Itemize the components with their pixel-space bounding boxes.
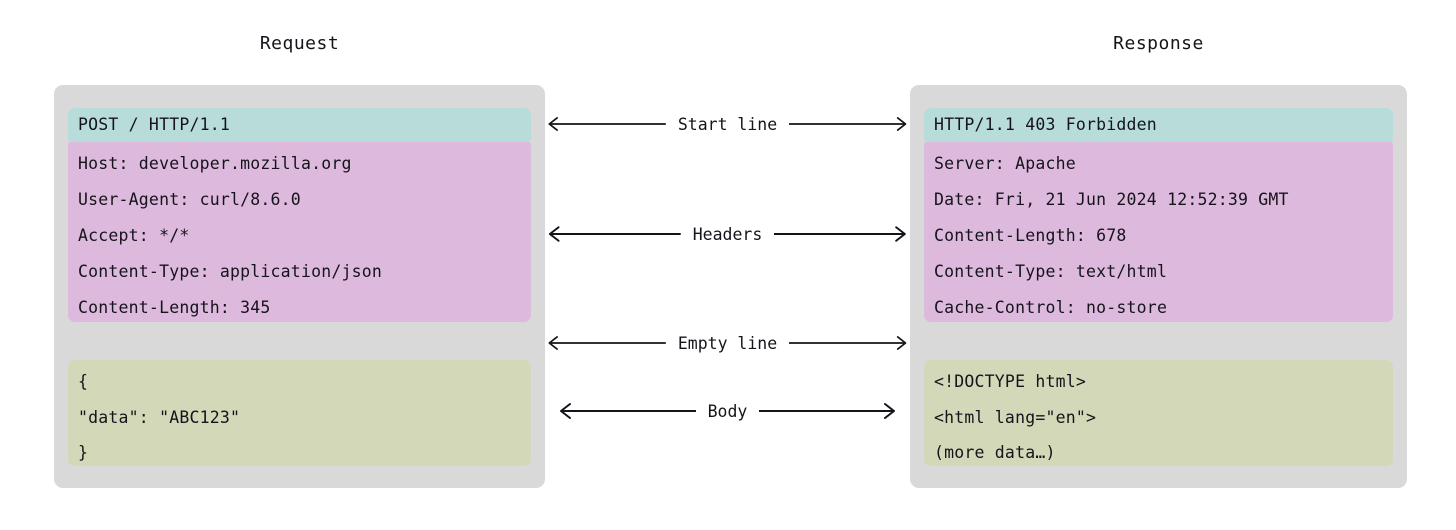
request-header-line: Content-Length: 345 <box>78 298 271 317</box>
annotation-label-empty-line: Empty line <box>677 333 778 353</box>
request-header-line: Content-Type: application/json <box>78 262 383 281</box>
request-header-line: User-Agent: curl/8.6.0 <box>78 190 301 209</box>
annotation-row-start-line: Start line <box>545 111 910 137</box>
arrow-left-icon <box>559 403 696 419</box>
annotation-label-headers: Headers <box>692 224 763 244</box>
request-body-block: { "data": "ABC123" } <box>68 360 531 466</box>
annotation-label-body: Body <box>707 401 748 421</box>
response-start-line-text: HTTP/1.1 403 Forbidden <box>934 115 1157 134</box>
arrow-right-icon <box>759 403 896 419</box>
response-header-line: Content-Type: text/html <box>934 262 1168 281</box>
request-header-line: Accept: */* <box>78 226 190 245</box>
arrow-right-icon <box>774 226 907 242</box>
annotation-row-headers: Headers <box>545 221 910 247</box>
annotation-row-body: Body <box>545 398 910 424</box>
request-headers-block: Host: developer.mozilla.org User-Agent: … <box>68 142 531 322</box>
response-header-line: Cache-Control: no-store <box>934 298 1168 317</box>
response-header-line: Server: Apache <box>934 154 1076 173</box>
response-header-line: Date: Fri, 21 Jun 2024 12:52:39 GMT <box>934 190 1289 209</box>
response-body-line: (more data…) <box>934 443 1056 462</box>
request-body-line: } <box>78 443 89 462</box>
arrow-right-icon <box>789 117 907 131</box>
arrow-left-icon <box>548 226 681 242</box>
request-column-title: Request <box>259 33 340 54</box>
arrow-left-icon <box>548 336 666 350</box>
annotation-row-empty-line: Empty line <box>545 330 910 356</box>
response-headers-block: Server: Apache Date: Fri, 21 Jun 2024 12… <box>924 142 1393 322</box>
response-body-block: <!DOCTYPE html> <html lang="en"> (more d… <box>924 360 1393 466</box>
arrow-right-icon <box>789 336 907 350</box>
response-body-line: <!DOCTYPE html> <box>934 372 1087 391</box>
request-start-line-block: POST / HTTP/1.1 <box>68 108 531 142</box>
request-header-line: Host: developer.mozilla.org <box>78 154 352 173</box>
annotation-label-start-line: Start line <box>677 114 778 134</box>
response-start-line-block: HTTP/1.1 403 Forbidden <box>924 108 1393 142</box>
arrow-left-icon <box>548 117 666 131</box>
response-body-line: <html lang="en"> <box>934 407 1097 427</box>
annotation-column: Start line Headers Empty line <box>545 85 910 488</box>
request-start-line-text: POST / HTTP/1.1 <box>78 115 231 134</box>
request-message-panel: POST / HTTP/1.1 Host: developer.mozilla.… <box>54 85 545 488</box>
response-header-line: Content-Length: 678 <box>934 226 1127 245</box>
response-column-title: Response <box>1113 33 1204 54</box>
response-message-panel: HTTP/1.1 403 Forbidden Server: Apache Da… <box>910 85 1407 488</box>
request-body-line: "data": "ABC123" <box>78 407 241 427</box>
request-body-line: { <box>78 372 89 391</box>
